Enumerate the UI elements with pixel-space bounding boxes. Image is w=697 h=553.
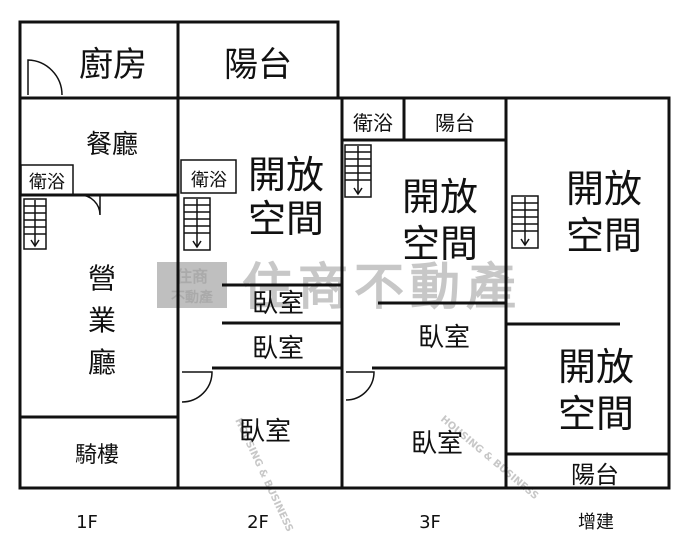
- floor-label-extension: 增建: [578, 512, 614, 533]
- room-open-2f-2: 空間: [248, 197, 324, 241]
- room-arcade: 騎樓: [75, 443, 119, 468]
- door-icon: [181, 371, 213, 403]
- watermark-brand: 住商不動產: [242, 258, 522, 316]
- room-bath-1f: 衛浴: [29, 172, 65, 193]
- room-open-ext-b-2: 空間: [558, 392, 634, 436]
- room-balcony-ext: 陽台: [571, 461, 619, 489]
- floor-3f: 衛浴 陽台 開放 空間 臥室 臥室: [340, 96, 508, 490]
- room-bedroom-2f-c: 臥室: [239, 417, 291, 447]
- room-open-3f-1: 開放: [402, 175, 478, 219]
- room-kitchen: 廚房: [79, 45, 147, 85]
- room-bedroom-2f-b: 臥室: [252, 334, 304, 364]
- stairs-icon: [23, 198, 47, 250]
- room-balcony-3f: 陽台: [435, 111, 475, 135]
- watermark-logo-top: 住商: [176, 267, 208, 286]
- room-business-hall-2: 業: [88, 304, 116, 337]
- room-balcony-top: 陽台: [224, 45, 292, 85]
- floor-label-1f: 1F: [76, 512, 98, 533]
- stairs-icon: [183, 197, 211, 251]
- room-bedroom-3f-a: 臥室: [418, 323, 470, 353]
- floor-labels: 1F 2F 3F 增建: [76, 512, 614, 533]
- room-bath-2f: 衛浴: [191, 170, 227, 191]
- door-icon: [79, 194, 101, 216]
- room-business-hall-1: 營: [88, 262, 116, 295]
- floor-2f: 陽台 衛浴 開放 空間 臥室 臥室 臥室: [176, 20, 344, 490]
- room-bedroom-3f-b: 臥室: [411, 429, 463, 459]
- room-open-3f-2: 空間: [402, 222, 478, 266]
- floor-label-3f: 3F: [419, 512, 441, 533]
- room-dining: 餐廳: [86, 130, 138, 160]
- door-icon: [345, 371, 375, 401]
- room-open-ext-a-2: 空間: [566, 214, 642, 258]
- room-open-2f-1: 開放: [248, 153, 324, 197]
- door-icon: [27, 59, 63, 96]
- room-business-hall-3: 廳: [88, 346, 116, 379]
- room-open-ext-a-1: 開放: [566, 167, 642, 211]
- floor-extension: 開放 空間 開放 空間 陽台: [504, 96, 671, 490]
- room-open-ext-b-1: 開放: [558, 345, 634, 389]
- watermark-logo-bottom: 不動產: [171, 289, 213, 306]
- floor-1f: 廚房 餐廳 衛浴 營 業 廳 騎樓: [18, 20, 180, 490]
- stairs-icon: [344, 144, 372, 198]
- watermark: 住商 不動產 住商不動產 HOUSING & BUSINESS HOUSING …: [157, 258, 540, 534]
- room-bedroom-2f-a: 臥室: [252, 289, 304, 319]
- watermark-logo-badge: 住商 不動產: [157, 262, 227, 308]
- room-bath-3f: 衛浴: [353, 111, 393, 135]
- floor-label-2f: 2F: [247, 512, 269, 533]
- stairs-icon: [511, 195, 539, 249]
